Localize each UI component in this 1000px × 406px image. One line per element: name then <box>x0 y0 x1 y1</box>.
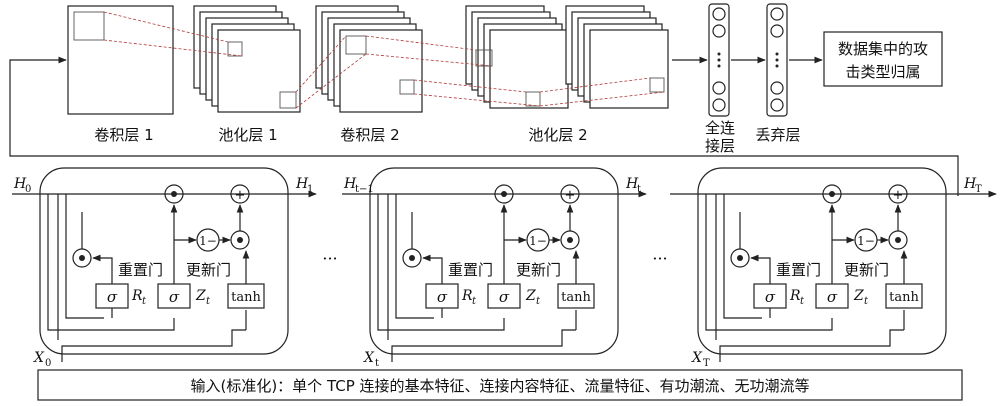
pool3-feature-maps <box>565 5 669 109</box>
svg-text:1: 1 <box>307 184 313 195</box>
svg-text:σ: σ <box>169 288 180 306</box>
output-box <box>823 31 943 87</box>
svg-text:T: T <box>703 358 710 369</box>
conv1-feature-map <box>67 5 174 115</box>
svg-text:R: R <box>131 288 143 304</box>
conv1-kernel-window <box>73 11 105 41</box>
svg-text:t: t <box>206 296 211 307</box>
svg-text:t: t <box>536 296 541 307</box>
pool2-feature-maps <box>465 5 569 109</box>
svg-text:t: t <box>800 296 805 307</box>
svg-text:1−: 1− <box>857 234 875 248</box>
svg-text:t: t <box>142 296 147 307</box>
fc-label-line2: 接层 <box>705 137 735 155</box>
svg-text:Z: Z <box>195 288 206 304</box>
dropout-label: 丢弃层 <box>755 126 800 144</box>
svg-text:H: H <box>13 176 27 192</box>
svg-text:X: X <box>691 350 703 366</box>
svg-text:更新门: 更新门 <box>186 261 231 279</box>
svg-text:t−1: t−1 <box>355 184 374 195</box>
svg-text:+: + <box>893 188 904 203</box>
svg-text:σ: σ <box>107 288 118 306</box>
pool1-label: 池化层 1 <box>218 126 277 144</box>
svg-text:X: X <box>33 350 45 366</box>
ellipsis-1: ··· <box>322 249 337 268</box>
svg-text:σ: σ <box>827 288 838 306</box>
svg-text:更新门: 更新门 <box>516 261 561 279</box>
svg-text:重置门: 重置门 <box>448 261 493 279</box>
output-label-line1: 数据集中的攻 <box>838 40 928 58</box>
svg-text:0: 0 <box>25 184 31 195</box>
svg-text:+: + <box>235 188 246 203</box>
svg-text:T: T <box>975 184 982 195</box>
gru-cell: + σ R t 重置门 σ Z t 更新门 1− tanh H T X T <box>670 167 997 369</box>
svg-text:Z: Z <box>525 288 536 304</box>
input-bar-label: 输入(标准化)：单个 TCP 连接的基本特征、连接内容特征、流量特征、有功潮流、… <box>190 377 809 395</box>
svg-text:H: H <box>295 176 309 192</box>
svg-text:σ: σ <box>437 288 448 306</box>
svg-text:tanh: tanh <box>561 290 591 305</box>
svg-text:t: t <box>375 358 379 369</box>
ellipsis-2: ··· <box>652 249 667 268</box>
svg-text:X: X <box>363 350 375 366</box>
pool2-label: 池化层 2 <box>528 126 587 144</box>
conv2-label: 卷积层 2 <box>340 126 399 144</box>
receptive-field-lines <box>103 11 665 109</box>
svg-text:0: 0 <box>45 358 51 369</box>
conv1-label: 卷积层 1 <box>94 126 153 144</box>
gru-cell: + σ R t 重置门 σ Z t 更新门 1− tanh <box>12 167 317 369</box>
svg-text:H: H <box>343 176 357 192</box>
pool1-feature-maps <box>193 5 301 113</box>
svg-text:t: t <box>472 296 477 307</box>
svg-text:1−: 1− <box>199 234 217 248</box>
cnn-section: 数据集中的攻 击类型归属 卷积层 1 池化层 1 卷积层 2 池化层 2 全连 … <box>67 3 943 155</box>
fc-label-line1: 全连 <box>705 119 735 137</box>
output-label-line2: 击类型归属 <box>845 63 920 81</box>
svg-text:1−: 1− <box>529 234 547 248</box>
dropout-layer <box>766 3 788 117</box>
svg-text:更新门: 更新门 <box>844 261 889 279</box>
svg-text:+: + <box>565 188 576 203</box>
svg-text:重置门: 重置门 <box>776 261 821 279</box>
svg-text:t: t <box>637 184 641 195</box>
svg-text:重置门: 重置门 <box>118 261 163 279</box>
svg-text:R: R <box>789 288 801 304</box>
svg-text:σ: σ <box>499 288 510 306</box>
conv2-feature-maps <box>315 5 423 113</box>
svg-text:t: t <box>864 296 869 307</box>
gru-cell: + σ R t 重置门 σ Z t 更新门 1− tanh H t−1 H t … <box>342 167 647 369</box>
gru-to-cnn-connector <box>9 56 959 196</box>
svg-text:σ: σ <box>765 288 776 306</box>
input-bar <box>37 369 963 401</box>
fully-connected-layer <box>708 3 730 117</box>
svg-text:H: H <box>625 176 639 192</box>
svg-text:tanh: tanh <box>889 290 919 305</box>
svg-text:R: R <box>461 288 473 304</box>
svg-text:Z: Z <box>853 288 864 304</box>
svg-text:tanh: tanh <box>231 290 261 305</box>
svg-text:H: H <box>963 176 977 192</box>
